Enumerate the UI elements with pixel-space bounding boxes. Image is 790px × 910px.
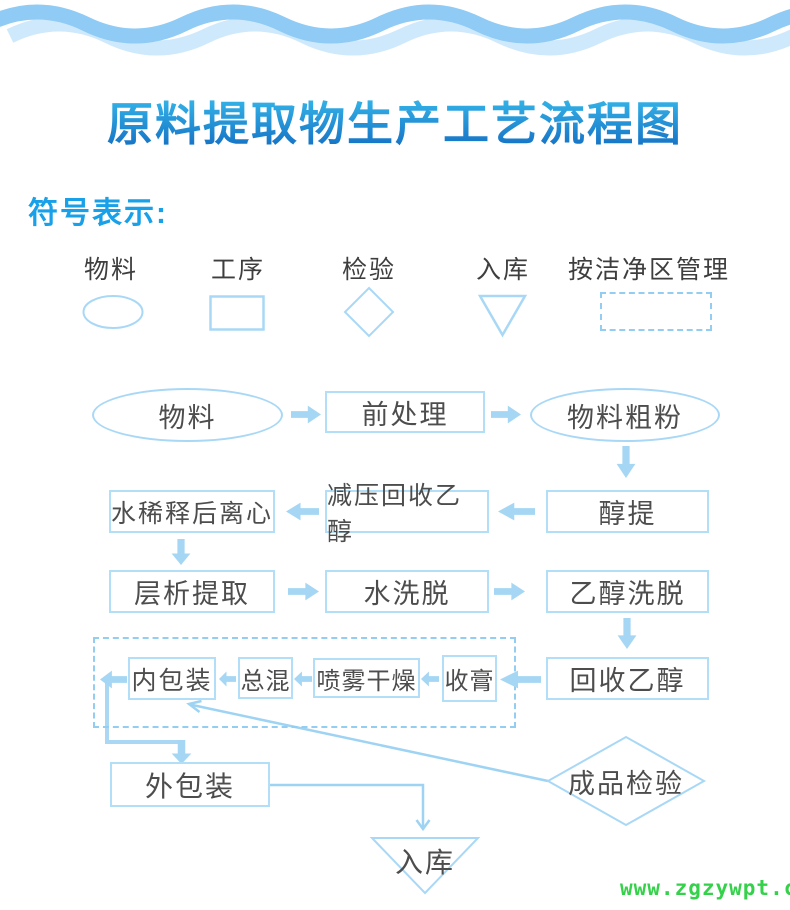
warehousing-label: 入库	[394, 847, 455, 878]
arrow-right-icon	[491, 405, 521, 424]
outer-packaging-label: 外包装	[144, 770, 235, 802]
total-mixing-label: 总混	[240, 667, 291, 695]
legend-heading: 符号表示:	[28, 197, 168, 230]
legend-triangle-icon	[478, 294, 528, 338]
pretreatment-label: 前处理	[361, 399, 449, 430]
page-title: 原料提取物生产工艺流程图	[0, 88, 790, 154]
pretreatment-box: 前处理	[325, 391, 485, 433]
legend-label-warehousing: 入库	[476, 256, 531, 284]
legend-label-process: 工序	[211, 256, 266, 284]
wave-banner-icon	[0, 4, 790, 56]
arrow-right-icon	[494, 582, 525, 601]
legend-label-clean-area: 按洁净区管理	[568, 256, 731, 284]
website-watermark: www.zgzywpt.cn	[620, 876, 790, 900]
ethanol-elution-label: 乙醇洗脱	[569, 579, 686, 609]
water-elution-label: 水洗脱	[363, 579, 451, 609]
water-elution-box: 水洗脱	[325, 570, 489, 613]
outer-packaging-box: 外包装	[110, 762, 270, 807]
spray-drying-box: 喷雾干燥	[313, 658, 420, 698]
legend-rect-icon	[209, 295, 265, 331]
water-dilution-centrifugation-box: 水稀释后离心	[109, 490, 275, 533]
material-ellipse: 物料	[92, 388, 283, 442]
inner-packaging-box: 内包装	[128, 657, 216, 700]
chromatography-extraction-label: 层析提取	[134, 579, 250, 609]
arrow-down-icon	[171, 740, 192, 764]
alcohol-extraction-box: 醇提	[546, 490, 709, 533]
arrow-down-icon	[171, 539, 191, 565]
finished-product-inspection-label: 成品检验	[568, 768, 684, 799]
material-label: 物料	[158, 402, 217, 433]
alcohol-extraction-label: 醇提	[598, 499, 657, 529]
spray-drying-label: 喷雾干燥	[316, 667, 417, 695]
arrowhead-warehousing	[415, 819, 431, 832]
arrow-right-icon	[291, 405, 321, 424]
arrow-left-icon	[498, 502, 535, 521]
ethanol-recovery-box: 回收乙醇	[546, 657, 709, 700]
legend-label-inspection: 检验	[342, 256, 397, 284]
legend-dashed-rect-icon	[600, 292, 712, 331]
paste-collection-label: 收膏	[444, 668, 495, 695]
vacuum-ethanol-recovery-label: 减压回收乙醇	[327, 481, 463, 546]
legend-diamond-icon	[343, 286, 395, 338]
arrow-right-icon	[288, 582, 319, 601]
arrow-down-icon	[616, 446, 636, 478]
total-mixing-box: 总混	[238, 657, 293, 699]
vacuum-ethanol-recovery-box: 减压回收乙醇	[325, 482, 489, 546]
legend-ellipse-icon	[82, 295, 144, 329]
chromatography-extraction-box: 层析提取	[109, 570, 275, 613]
legend-label-material: 物料	[84, 256, 139, 284]
arrow-down-icon	[617, 618, 637, 649]
elbow-outer-to-warehousing	[270, 783, 425, 828]
coarse-powder-ellipse: 物料粗粉	[530, 388, 720, 442]
arrow-left-icon	[286, 502, 319, 521]
coarse-powder-label: 物料粗粉	[567, 402, 683, 433]
ethanol-recovery-label: 回收乙醇	[569, 666, 686, 696]
paste-collection-box: 收膏	[442, 655, 497, 702]
water-dilution-centrifugation-label: 水稀释后离心	[111, 499, 274, 528]
ethanol-elution-box: 乙醇洗脱	[546, 570, 709, 613]
inner-packaging-label: 内包装	[131, 666, 213, 695]
